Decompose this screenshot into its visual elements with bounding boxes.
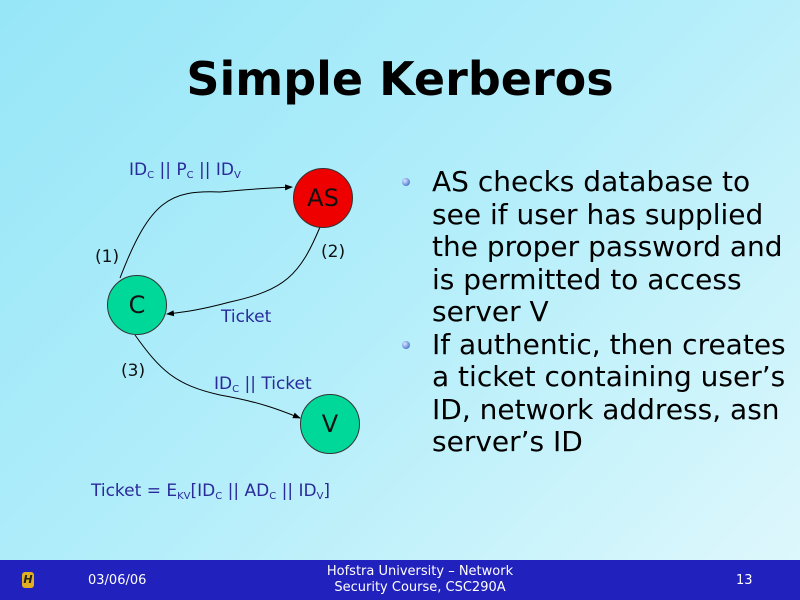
step-1-label: (1) (95, 247, 120, 267)
label-text: ID (214, 374, 233, 394)
footer-course: Hofstra University – Network Security Co… (270, 564, 570, 596)
arrow-c-to-v (134, 334, 301, 419)
label-sub: C (186, 170, 194, 181)
message-1-label: IDC || PC || IDV (129, 160, 241, 181)
label-text: || Ticket (239, 374, 312, 394)
arrow-as-to-c (166, 226, 321, 317)
label-text: ] (323, 481, 331, 501)
label-text: || P (154, 160, 187, 180)
slide-title: Simple Kerberos (186, 52, 614, 106)
bullet-icon (402, 178, 410, 186)
label-text: ID (129, 160, 148, 180)
ticket-formula: Ticket = EKV[IDC || ADC || IDV] (91, 481, 330, 502)
label-sub: C (215, 491, 223, 502)
step-3-label: (3) (121, 361, 146, 381)
label-text: || AD (222, 481, 270, 501)
node-client: C (107, 275, 167, 335)
node-as: AS (293, 168, 353, 228)
label-sub: KV (177, 491, 191, 502)
message-2-label: Ticket (221, 307, 272, 327)
arrow-c-to-as (119, 184, 293, 279)
footer-date: 03/06/06 (88, 573, 147, 588)
label-text: || ID (193, 160, 234, 180)
bullet-list: AS checks database to see if user has su… (400, 165, 790, 459)
label-sub: V (316, 491, 324, 502)
bullet-text: AS checks database to see if user has su… (432, 165, 783, 328)
step-2-label: (2) (321, 242, 346, 262)
label-sub: C (147, 170, 155, 181)
slide-footer: H 03/06/06 Hofstra University – Network … (0, 560, 800, 600)
node-verifier: V (300, 394, 360, 454)
footer-course-line1: Hofstra University – Network (326, 564, 514, 579)
label-text: || ID (276, 481, 317, 501)
footer-course-line2: Security Course, CSC290A (334, 580, 506, 595)
university-logo-icon: H (22, 572, 34, 588)
bullet-item: If authentic, then creates a ticket cont… (400, 327, 790, 459)
label-sub: V (233, 170, 241, 181)
message-3-label: IDC || Ticket (214, 374, 312, 395)
label-sub: C (232, 384, 240, 395)
label-text: [ID (190, 481, 216, 501)
bullet-text: If authentic, then creates a ticket cont… (432, 327, 786, 458)
label-text: Ticket = E (91, 481, 178, 501)
label-sub: C (269, 491, 277, 502)
bullet-icon (402, 340, 410, 349)
page-number: 13 (736, 573, 753, 588)
bullet-item: AS checks database to see if user has su… (400, 165, 790, 329)
